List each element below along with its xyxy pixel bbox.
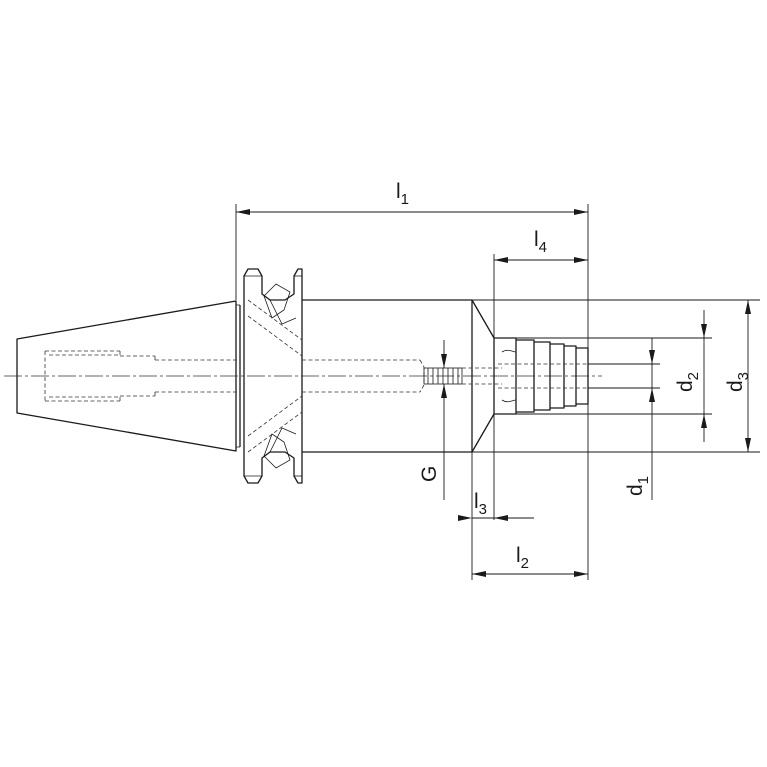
label-g: G [418,466,441,482]
dim-l3 [458,515,534,521]
dim-l2 [472,571,588,577]
taper-shank [16,300,240,452]
dim-d2 [701,310,707,442]
dim-l4 [494,257,588,263]
dim-g [441,354,447,398]
label-d3: d3 [724,372,752,392]
thread-g [423,367,502,385]
label-l3: l3 [474,490,487,518]
label-d2: d2 [674,372,702,392]
extension-lines [235,204,760,580]
dim-d3 [745,300,751,452]
dim-l1 [236,209,588,215]
label-l1: l1 [396,180,409,208]
dim-d1 [649,338,655,500]
label-l4: l4 [534,228,547,256]
main-body [302,299,495,453]
flange-collar [239,268,303,484]
shank-bore-hidden [44,350,240,402]
label-l2: l2 [516,544,529,572]
label-d1: d1 [624,476,652,496]
